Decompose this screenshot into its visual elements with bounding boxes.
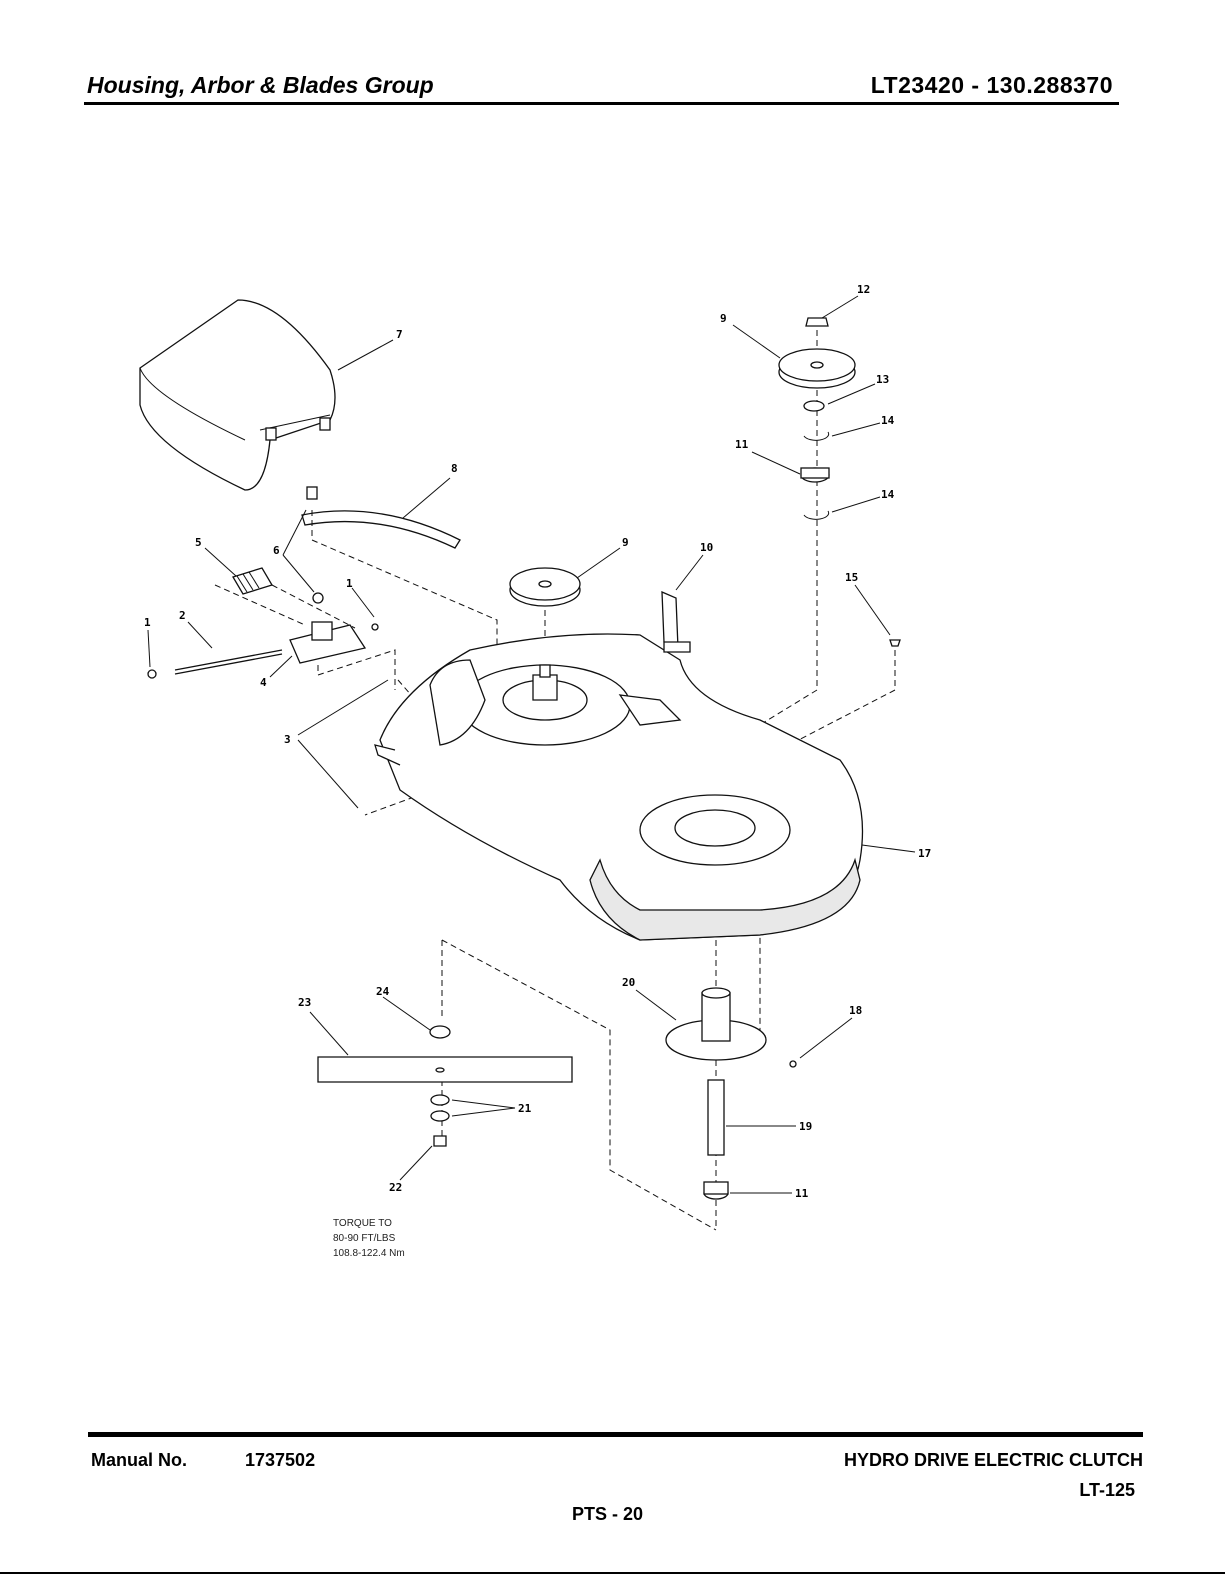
- callout-6: 6: [273, 544, 280, 557]
- callout-9b: 9: [622, 536, 629, 549]
- deck-pulley-right: [779, 349, 855, 388]
- footer-divider: [88, 1432, 1143, 1437]
- footer-subtitle: HYDRO DRIVE ELECTRIC CLUTCH: [844, 1450, 1143, 1471]
- baffle-bracket: [662, 592, 690, 652]
- discharge-chute: [140, 300, 335, 490]
- callout-7: 7: [396, 328, 403, 341]
- callout-14a: 14: [881, 414, 895, 427]
- page-bottom-border: [0, 1572, 1225, 1574]
- spring-bracket-assembly: [148, 568, 378, 678]
- callout-15: 15: [845, 571, 858, 584]
- callout-11b: 11: [795, 1187, 809, 1200]
- footer-model: LT-125: [1079, 1480, 1135, 1501]
- callout-23: 23: [298, 996, 311, 1009]
- callout-3: 3: [284, 733, 291, 746]
- callout-22: 22: [389, 1181, 402, 1194]
- callout-20: 20: [622, 976, 635, 989]
- callout-1b: 1: [144, 616, 151, 629]
- torque-line-2: 80-90 FT/LBS: [333, 1233, 396, 1244]
- torque-line-3: 108.8-122.4 Nm: [333, 1248, 405, 1259]
- callout-14b: 14: [881, 488, 895, 501]
- torque-line-1: TORQUE TO: [333, 1218, 392, 1229]
- page-number: PTS - 20: [572, 1504, 643, 1525]
- callout-24: 24: [376, 985, 390, 998]
- mower-deck-housing: [375, 634, 863, 940]
- torque-note: TORQUE TO 80-90 FT/LBS 108.8-122.4 Nm: [333, 1218, 405, 1259]
- callout-13: 13: [876, 373, 889, 386]
- spindle-assembly: [666, 988, 796, 1199]
- callout-21: 21: [518, 1102, 532, 1115]
- deck-pulley-left: [510, 568, 580, 606]
- callout-2: 2: [179, 609, 186, 622]
- blade-assembly: [318, 1026, 572, 1146]
- callout-4: 4: [260, 676, 267, 689]
- callout-10: 10: [700, 541, 713, 554]
- callout-11a: 11: [735, 438, 749, 451]
- callout-5: 5: [195, 536, 202, 549]
- manual-label: Manual No.: [91, 1450, 187, 1471]
- callout-19: 19: [799, 1120, 812, 1133]
- manual-number: 1737502: [245, 1450, 315, 1471]
- chute-rod: [302, 487, 460, 548]
- callout-12: 12: [857, 283, 870, 296]
- callout-8: 8: [451, 462, 458, 475]
- exploded-parts-diagram: 7 8 5 6 1 1 2 4 3 9 10 9 12 13 14 11 14 …: [0, 0, 1225, 1430]
- callout-9a: 9: [720, 312, 727, 325]
- callout-17: 17: [918, 847, 931, 860]
- callout-18: 18: [849, 1004, 862, 1017]
- callout-1a: 1: [346, 577, 353, 590]
